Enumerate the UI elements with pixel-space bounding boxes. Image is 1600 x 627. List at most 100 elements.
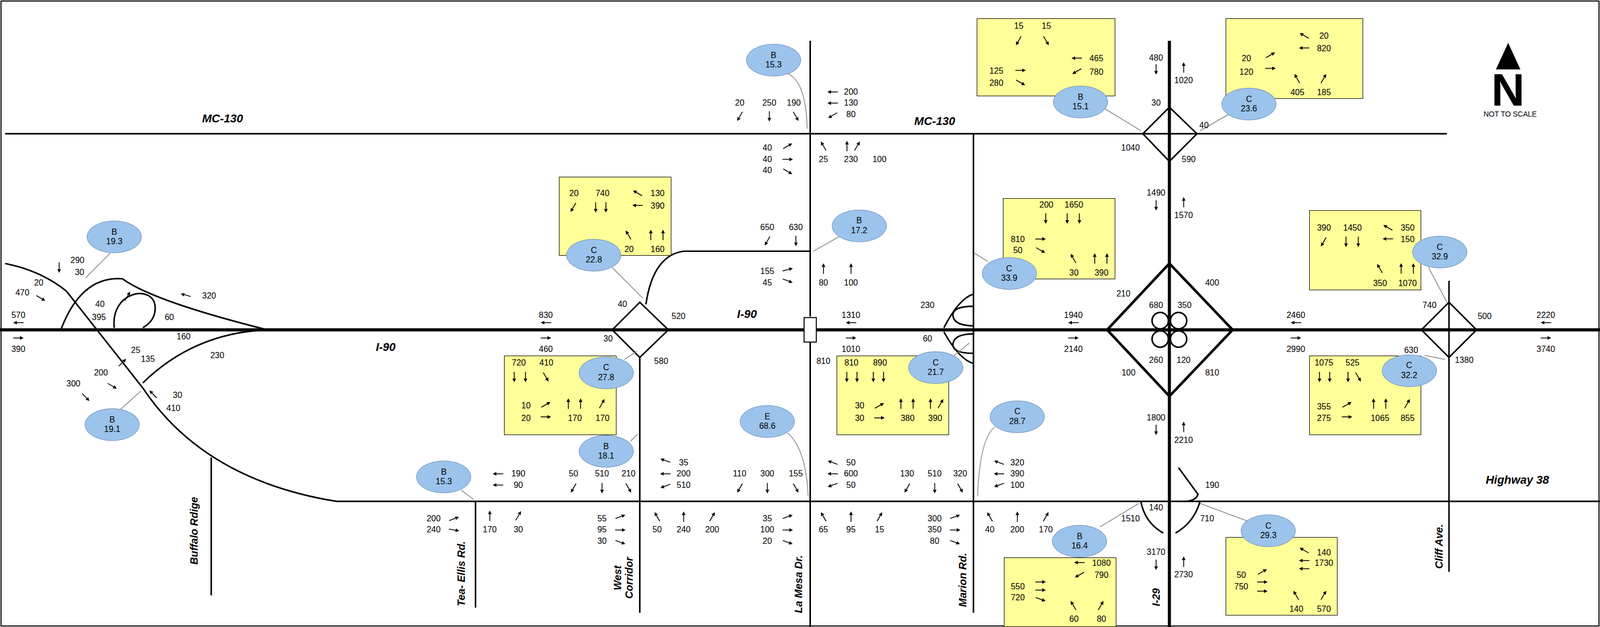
arrow-shaft: [1036, 247, 1043, 251]
volume-label: 1020: [1174, 75, 1194, 86]
arrow-head: [492, 472, 497, 476]
volume-value: 390: [1094, 268, 1109, 278]
arrow-shaft: [795, 235, 797, 243]
volume-label: 1380: [1454, 355, 1474, 365]
volume-label: 395: [92, 312, 107, 323]
movement-arrow: [782, 514, 793, 519]
movement-arrow: [1320, 590, 1327, 600]
arrow-head: [1348, 414, 1353, 419]
movement-arrow: [149, 390, 157, 398]
arrow-shaft: [738, 483, 743, 490]
arrow-head: [654, 511, 659, 517]
volume-label: 1040: [1121, 143, 1140, 153]
arrow-head: [547, 414, 552, 419]
volume-value: 1650: [1064, 200, 1084, 210]
movement-arrow: [1068, 336, 1079, 340]
delay-value: 23.6: [1240, 104, 1257, 114]
volume-label: 3170: [1146, 547, 1166, 557]
road-name: MC-130: [914, 115, 956, 128]
arrow-head: [112, 385, 118, 390]
volume-value: 10: [521, 401, 531, 411]
movement-arrow: [1181, 556, 1186, 567]
los-grade: B: [1076, 531, 1083, 542]
delay-value: 19.1: [104, 424, 121, 434]
arrow-head: [1299, 32, 1304, 37]
arrow-shaft: [783, 168, 790, 173]
leader-line: [974, 253, 988, 262]
volume-label: 40: [762, 143, 773, 153]
arrow-shaft: [1386, 226, 1392, 231]
arrow-shaft: [782, 269, 790, 271]
los-bubble: B17.2: [831, 209, 887, 243]
volume-label: 20: [735, 98, 745, 108]
volume-label: 250: [762, 98, 777, 108]
arrow-shaft: [1075, 69, 1081, 73]
arrow-head: [871, 378, 876, 383]
arrow-shaft: [663, 233, 665, 240]
los-grade: B: [441, 467, 448, 477]
movement-arrow: [487, 510, 492, 521]
arrow-head: [180, 292, 186, 297]
movement-arrow: [492, 472, 504, 476]
arrow-head: [1322, 590, 1327, 596]
arrow-shaft: [1320, 593, 1325, 600]
los-bubble: C32.9: [1412, 235, 1468, 269]
los-bubble: B16.4: [1052, 524, 1107, 558]
arrow-shaft: [782, 529, 790, 531]
volume-label: 480: [1149, 53, 1164, 63]
movement-arrow: [57, 262, 62, 273]
arrow-shaft: [906, 483, 910, 490]
arrow-shaft: [782, 516, 790, 519]
volume-value: 890: [873, 358, 888, 368]
volume-value: 185: [1317, 87, 1332, 98]
movement-arrow: [593, 201, 598, 213]
arrow-head: [904, 488, 909, 493]
arrow-head: [1075, 574, 1080, 578]
arrow-shaft: [1106, 256, 1108, 264]
los-bubble: C21.7: [908, 351, 964, 384]
movement-arrow: [1154, 559, 1159, 570]
volume-label: 30: [1151, 98, 1161, 108]
arrow-shaft: [1302, 35, 1309, 39]
volume-value: 810: [844, 358, 859, 368]
movement-arrow: [767, 111, 772, 122]
scale-note: NOT TO SCALE: [1483, 110, 1537, 119]
movement-arrow: [615, 540, 626, 545]
movement-arrow: [1290, 336, 1301, 340]
arrow-shaft: [830, 473, 838, 475]
volume-label: 1800: [1146, 413, 1166, 423]
arrow-head: [820, 511, 825, 517]
movement-arrow: [661, 229, 666, 240]
volume-label: 470: [15, 288, 30, 298]
los-grade: C: [602, 362, 610, 373]
movement-arrow: [782, 540, 793, 545]
movement-arrow: [874, 415, 885, 420]
movement-arrow: [1317, 371, 1322, 383]
arrow-shaft: [766, 236, 771, 243]
arrow-shaft: [950, 540, 957, 543]
los-bubble: C23.6: [1221, 87, 1277, 121]
arrow-head: [828, 114, 833, 119]
arrow-head: [122, 358, 127, 363]
arrow-head: [788, 541, 793, 545]
volume-value: 275: [1317, 413, 1332, 424]
volume-label: 260: [1149, 355, 1164, 365]
arrow-shaft: [625, 483, 630, 490]
los-bubble: E68.6: [739, 405, 795, 438]
volume-value: 465: [1089, 53, 1104, 64]
road-name: Marion Rd.: [956, 553, 968, 608]
movement-arrow: [1092, 253, 1097, 264]
arrow-head: [622, 528, 626, 532]
arrow-head: [454, 516, 460, 521]
arrow-head: [649, 229, 654, 234]
arrow-head: [621, 541, 626, 545]
movement-arrow: [1154, 424, 1159, 436]
arrow-shaft: [1302, 47, 1310, 49]
arrow-head: [1154, 207, 1159, 211]
arrow-shaft: [782, 540, 790, 543]
movement-arrow: [1065, 213, 1070, 224]
volume-value: 525: [1345, 358, 1360, 368]
arrow-head: [1299, 547, 1304, 552]
arrow-shaft: [1385, 401, 1387, 409]
volume-label: 740: [1422, 300, 1437, 311]
